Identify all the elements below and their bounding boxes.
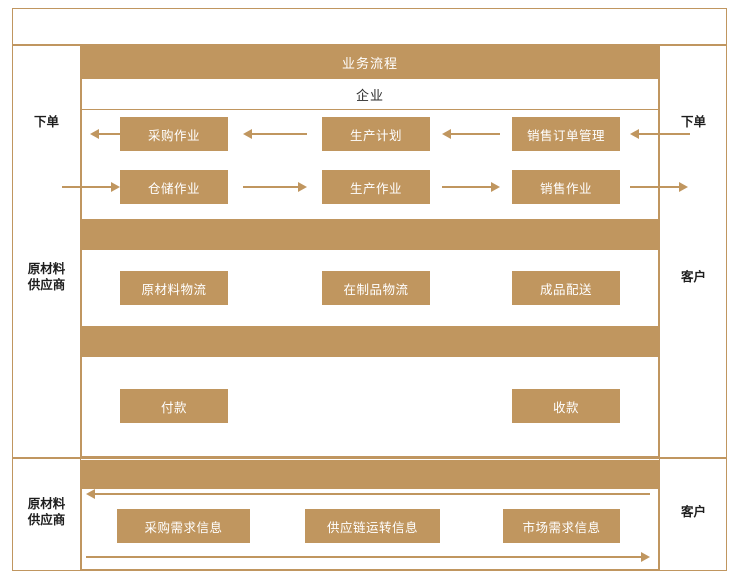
logistics-box-finished-goods[interactable]: 成品配送 <box>512 271 620 305</box>
logistics-box-raw-material[interactable]: 原材料物流 <box>120 271 228 305</box>
process-box-sales-order-mgmt[interactable]: 销售订单管理 <box>512 117 620 151</box>
left-label-order: 下单 <box>33 115 59 130</box>
left-column-divider-main <box>80 45 81 458</box>
right-label-customer-main: 客户 <box>680 270 706 285</box>
business-process-title-band: 业务流程 <box>81 46 659 79</box>
right-label-order: 下单 <box>680 115 706 130</box>
information-box-market-demand[interactable]: 市场需求信息 <box>503 509 620 543</box>
information-box-supply-chain-ops[interactable]: 供应链运转信息 <box>305 509 440 543</box>
process-area-frame <box>81 110 659 220</box>
process-box-production[interactable]: 生产作业 <box>322 170 430 204</box>
enterprise-subtitle-band: 企业 <box>81 79 659 110</box>
payment-area-frame <box>81 357 659 457</box>
right-column-divider-main <box>659 45 660 458</box>
process-box-warehousing[interactable]: 仓储作业 <box>120 170 228 204</box>
process-box-production-plan[interactable]: 生产计划 <box>322 117 430 151</box>
info-outer-frame <box>12 458 727 571</box>
main-outer-frame <box>12 45 727 458</box>
information-area-frame <box>81 489 659 570</box>
process-box-procurement[interactable]: 采购作业 <box>120 117 228 151</box>
logistics-divider-band <box>81 220 659 250</box>
left-label-supplier-info: 原材料 供应商 <box>27 497 66 527</box>
logistics-box-wip[interactable]: 在制品物流 <box>322 271 430 305</box>
right-column-divider-info <box>659 458 660 571</box>
information-box-procurement-demand[interactable]: 采购需求信息 <box>117 509 250 543</box>
right-label-customer-info: 客户 <box>680 505 706 520</box>
payment-box-pay[interactable]: 付款 <box>120 389 228 423</box>
logistics-area-frame <box>81 250 659 327</box>
process-box-sales[interactable]: 销售作业 <box>512 170 620 204</box>
left-label-supplier-main: 原材料 供应商 <box>27 262 66 292</box>
left-column-divider-info <box>80 458 81 571</box>
top-empty-bar <box>12 8 727 45</box>
information-divider-band <box>81 460 659 489</box>
payment-box-receive[interactable]: 收款 <box>512 389 620 423</box>
payment-divider-band <box>81 327 659 357</box>
